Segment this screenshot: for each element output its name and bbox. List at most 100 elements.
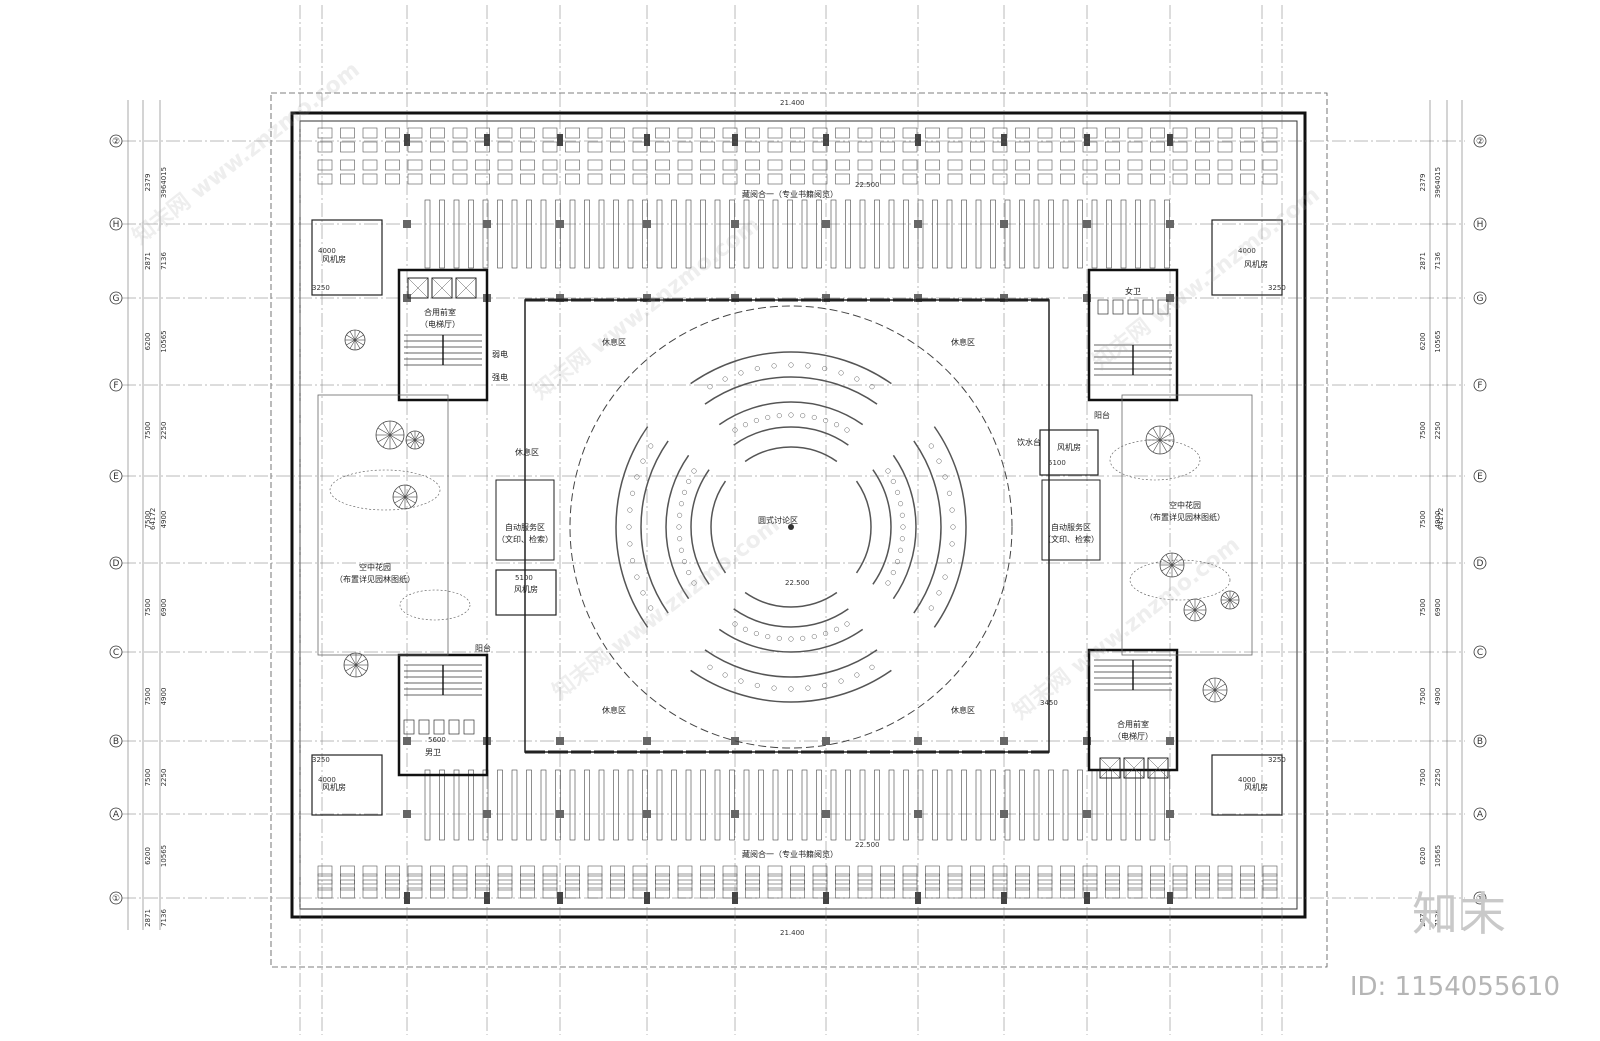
label-weak-current: 弱电	[492, 349, 508, 359]
reading-desk	[722, 879, 738, 891]
structural-column	[1084, 134, 1090, 146]
reading-desk	[1127, 141, 1143, 153]
bookshelf	[990, 199, 996, 269]
toilet-stall	[1127, 299, 1139, 315]
structural-column	[1083, 810, 1091, 818]
seat	[738, 370, 744, 376]
bookshelf	[569, 769, 576, 841]
reading-desk	[812, 873, 828, 885]
plant-branch	[414, 432, 420, 441]
structural-column	[915, 892, 921, 904]
bookshelf	[424, 769, 431, 841]
reading-desk	[610, 879, 625, 891]
reading-desk	[857, 865, 873, 877]
reading-desk	[1105, 873, 1120, 885]
reading-desk	[610, 865, 625, 877]
seat	[885, 468, 891, 474]
seat	[800, 635, 806, 641]
axis-label: H	[1477, 220, 1484, 230]
structural-column	[822, 810, 830, 818]
reading-desk	[1217, 865, 1233, 877]
bookshelf	[642, 769, 648, 841]
reading-desk	[430, 873, 445, 885]
total-dim-right: 64172	[1437, 508, 1445, 530]
reading-desk	[317, 865, 333, 877]
reading-desk	[542, 865, 558, 877]
structural-column	[914, 810, 922, 818]
plant-branch	[1152, 439, 1161, 453]
label-elevator-hall-nw: （电梯厅）	[420, 319, 460, 329]
structural-column	[731, 220, 739, 228]
dim-fan-right-mid: 5100	[1048, 459, 1066, 467]
axis-label: F	[113, 381, 118, 391]
bookshelf	[1149, 199, 1156, 269]
reading-desk	[1037, 159, 1053, 171]
reading-desk	[700, 873, 715, 885]
toilet-stall	[463, 719, 475, 735]
reading-desk	[880, 873, 895, 885]
reading-desk	[677, 127, 693, 139]
reading-desk	[1037, 879, 1053, 891]
seat	[765, 634, 771, 640]
plant-branch	[1225, 599, 1231, 608]
reading-desk	[520, 173, 535, 185]
bookshelf	[1106, 769, 1112, 841]
seat	[776, 413, 782, 419]
axis-label: G	[113, 294, 120, 304]
side-dim-label: 6900	[1434, 599, 1442, 617]
plant-branch	[1208, 679, 1216, 691]
reading-desk	[677, 141, 693, 153]
label-rest-ne: 休息区	[951, 337, 975, 347]
side-dim-label: 2871	[1419, 252, 1427, 270]
bookshelf	[874, 769, 880, 841]
bookshelf	[482, 199, 489, 269]
side-dim-label: 7500	[144, 511, 152, 529]
reading-desk	[1195, 865, 1210, 877]
reading-desk	[452, 873, 468, 885]
reading-desk	[430, 173, 445, 185]
side-dim-label: 2871	[144, 252, 152, 270]
reading-desk	[385, 873, 400, 885]
bookshelf	[1135, 769, 1141, 841]
reading-desk	[970, 887, 985, 899]
bookshelf	[656, 769, 663, 841]
structural-column	[484, 134, 490, 146]
reading-desk	[745, 159, 760, 171]
dim-wc: 5600	[428, 736, 446, 744]
reading-desk	[632, 865, 648, 877]
structural-column	[823, 134, 829, 146]
bookshelf	[772, 199, 779, 269]
side-dim-label: 2379	[1419, 174, 1427, 192]
seat-arc-right	[872, 469, 892, 585]
reading-desk	[632, 173, 648, 185]
reading-desk	[1150, 173, 1165, 185]
bookshelf	[613, 769, 619, 841]
plant-branch	[349, 654, 357, 666]
side-dim-label: 2250	[160, 769, 168, 787]
reading-desk	[1037, 873, 1053, 885]
reading-desk	[497, 865, 513, 877]
reading-desk	[722, 887, 738, 899]
label-elevator-hall-se: （电梯厅）	[1113, 731, 1153, 741]
bookshelf	[1004, 199, 1011, 269]
reading-desk	[407, 159, 423, 171]
bookshelf	[743, 199, 750, 269]
reading-desk	[497, 873, 513, 885]
reading-desk	[1105, 879, 1120, 891]
bookshelf	[685, 769, 692, 841]
reading-desk	[902, 173, 918, 185]
reading-desk	[610, 141, 625, 153]
reading-desk	[1082, 159, 1098, 171]
reading-desk	[1015, 887, 1030, 899]
reading-desk	[655, 873, 670, 885]
label-shared-lobby-se: 合用前室	[1117, 719, 1149, 729]
toilet-stall	[1142, 299, 1154, 315]
bookshelf	[598, 199, 605, 269]
plant-branch	[394, 496, 406, 504]
reading-desk	[902, 873, 918, 885]
reading-desk	[542, 127, 558, 139]
reading-desk	[362, 173, 378, 185]
reading-desk	[992, 173, 1008, 185]
